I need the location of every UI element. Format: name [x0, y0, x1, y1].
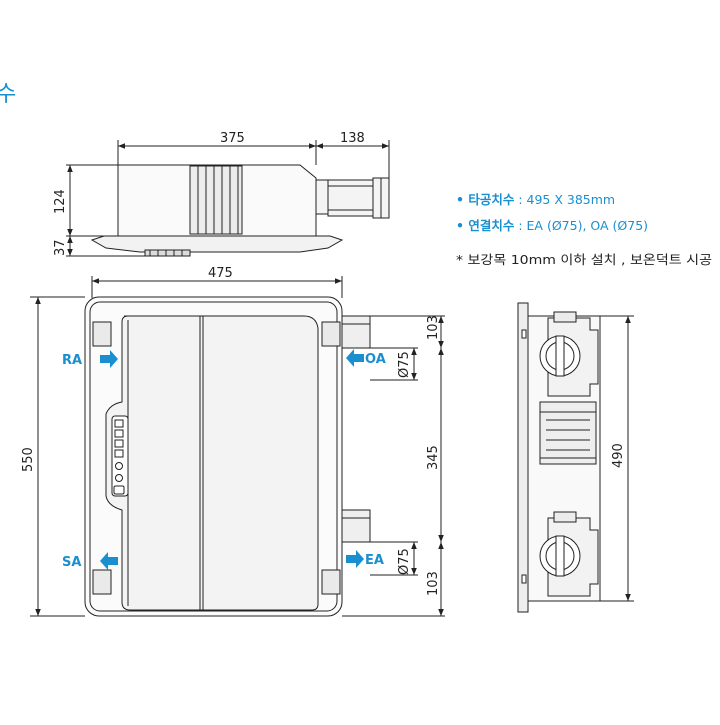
front-view [30, 276, 445, 617]
spec-value-2: EA (Ø75), OA (Ø75) [527, 218, 649, 233]
dim-103-bottom: 103 [426, 571, 441, 596]
dim-475: 475 [208, 266, 233, 281]
spec-list: • 타공치수 : 495 X 385mm • 연결치수 : EA (Ø75), … [456, 192, 712, 267]
ea-arrow-icon [346, 550, 364, 568]
sa-arrow-icon [100, 552, 118, 570]
label-ea: EA [365, 553, 384, 568]
label-sa: SA [62, 555, 81, 570]
dim-550: 550 [21, 447, 36, 472]
side-view [517, 302, 634, 613]
spec-item: • 타공치수 : 495 X 385mm [456, 192, 615, 207]
dim-138: 138 [340, 131, 365, 146]
spec-item: • 연결치수 : EA (Ø75), OA (Ø75) [456, 218, 648, 233]
spec-bullet-1: • [456, 192, 468, 207]
spec-sep-1: : [514, 192, 526, 207]
dim-375: 375 [220, 131, 245, 146]
spec-value-1: 495 X 385mm [527, 192, 616, 207]
dim-345: 345 [426, 445, 441, 470]
install-note: * 보강목 10mm 이하 설치 , 보온덕트 시공 [456, 252, 712, 267]
spec-label-1: 타공치수 [468, 192, 515, 207]
dim-103-top: 103 [426, 315, 441, 340]
spec-bullet-2: • [456, 218, 468, 233]
spec-sep-2: : [514, 218, 526, 233]
top-view [66, 140, 390, 257]
dim-37: 37 [53, 239, 68, 256]
dim-dia-top: Ø75 [397, 351, 412, 378]
ra-arrow-icon [100, 350, 118, 368]
dim-dia-bottom: Ø75 [397, 548, 412, 575]
spec-label-2: 연결치수 [468, 218, 515, 233]
label-oa: OA [365, 352, 386, 367]
dim-490: 490 [611, 443, 626, 468]
label-ra: RA [62, 353, 82, 368]
section-heading: 수 [0, 82, 16, 107]
dim-124: 124 [53, 189, 68, 214]
oa-arrow-icon [346, 349, 364, 367]
front-view-dimensions [35, 278, 444, 616]
top-view-dimensions [67, 143, 389, 256]
